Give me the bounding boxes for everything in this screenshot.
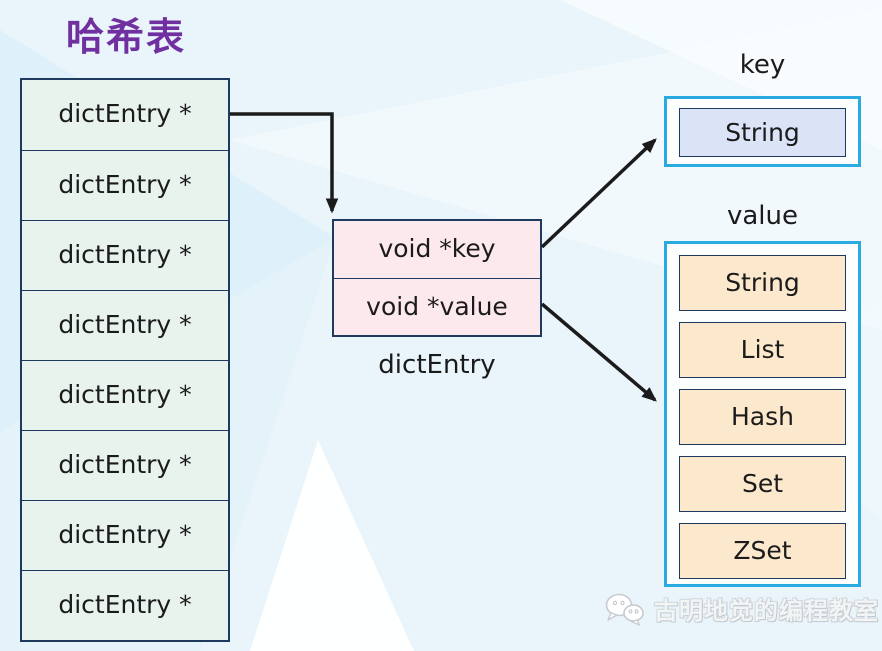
value-type-label: List	[740, 335, 785, 364]
value-container: String List Hash Set ZSet	[664, 241, 861, 587]
value-type-list: List	[679, 322, 846, 378]
value-type-label: Set	[741, 469, 784, 498]
watermark-text: 古明地觉的编程教室	[654, 597, 879, 625]
value-type-label: String	[725, 268, 800, 297]
value-label: value	[726, 201, 799, 231]
entry-field-value: void *value	[334, 278, 540, 335]
key-container: String	[664, 96, 861, 167]
bucket-cell-label: dictEntry *	[58, 520, 192, 549]
page-title: 哈希表	[66, 15, 187, 59]
value-type-label: Hash	[731, 402, 794, 431]
bucket-cell-label: dictEntry *	[58, 380, 192, 409]
entry-field-key: void *key	[334, 221, 540, 278]
bucket-cell: dictEntry *	[22, 220, 228, 290]
value-type-label: ZSet	[733, 536, 792, 565]
bucket-cell: dictEntry *	[22, 430, 228, 500]
hash-bucket-array: dictEntry * dictEntry * dictEntry * dict…	[20, 78, 230, 642]
bucket-cell-label: dictEntry *	[58, 170, 192, 199]
bucket-cell: dictEntry *	[22, 80, 228, 150]
bucket-cell-label: dictEntry *	[58, 310, 192, 339]
wechat-icon	[605, 593, 644, 626]
bucket-cell: dictEntry *	[22, 290, 228, 360]
dictentry-caption: dictEntry	[378, 350, 496, 380]
watermark: 古明地觉的编程教室	[604, 591, 879, 626]
key-type-label: String	[725, 118, 800, 147]
value-type-set: Set	[679, 456, 846, 512]
bucket-cell: dictEntry *	[22, 150, 228, 220]
key-type-string: String	[679, 108, 846, 157]
entry-field-value-label: void *value	[366, 292, 508, 321]
key-label: key	[739, 50, 786, 80]
value-type-zset: ZSet	[679, 523, 846, 579]
value-type-hash: Hash	[679, 389, 846, 445]
entry-field-key-label: void *key	[378, 234, 496, 263]
bucket-cell-label: dictEntry *	[58, 240, 192, 269]
dictentry-struct: void *key void *value	[332, 219, 542, 337]
bucket-cell-label: dictEntry *	[58, 590, 192, 619]
bucket-cell-label: dictEntry *	[58, 99, 192, 128]
bucket-cell: dictEntry *	[22, 500, 228, 570]
value-type-string: String	[679, 255, 846, 311]
bucket-cell-label: dictEntry *	[58, 450, 192, 479]
bucket-cell: dictEntry *	[22, 360, 228, 430]
bucket-cell: dictEntry *	[22, 570, 228, 640]
